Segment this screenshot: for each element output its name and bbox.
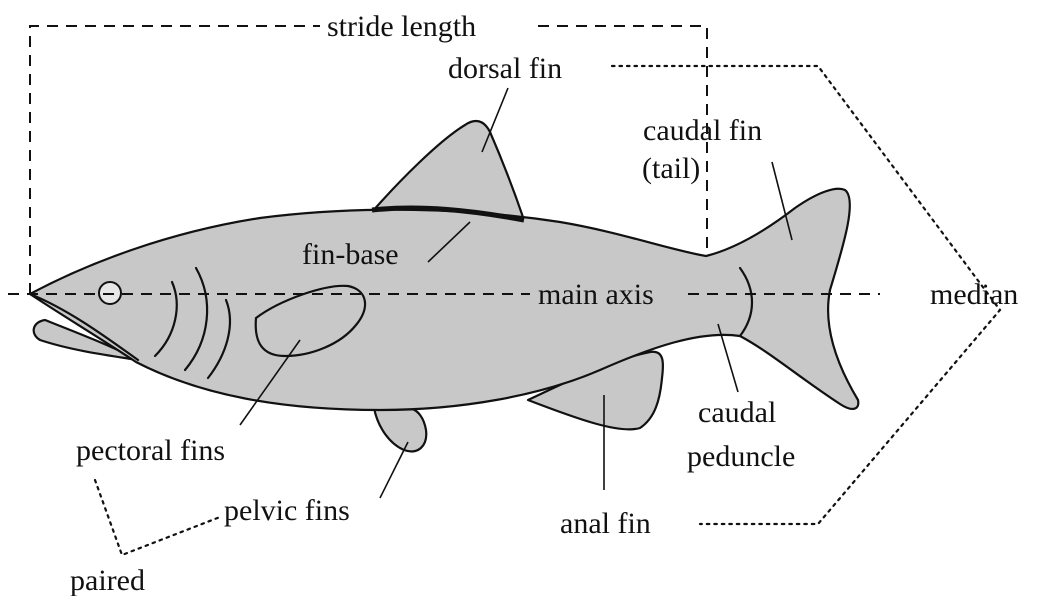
pelvic-fin [374, 408, 426, 451]
label-median: median [930, 278, 1018, 311]
label-fin-base: fin-base [302, 238, 399, 271]
label-paired: paired [70, 564, 145, 596]
dorsal-fin [372, 121, 524, 220]
label-peduncle: peduncle [687, 440, 795, 473]
label-caudal-fin: caudal fin [643, 114, 762, 147]
label-caudal: caudal [698, 396, 776, 429]
label-stride-length: stride length [327, 10, 476, 43]
label-dorsal-fin: dorsal fin [448, 52, 562, 85]
paired-bracket [95, 480, 220, 555]
label-tail: (tail) [642, 152, 700, 185]
label-anal-fin: anal fin [560, 507, 651, 540]
pelvic-fins-leader [380, 442, 408, 498]
label-pectoral-fins: pectoral fins [76, 434, 225, 467]
label-pelvic-fins: pelvic fins [224, 494, 350, 527]
label-main-axis: main axis [538, 278, 654, 311]
